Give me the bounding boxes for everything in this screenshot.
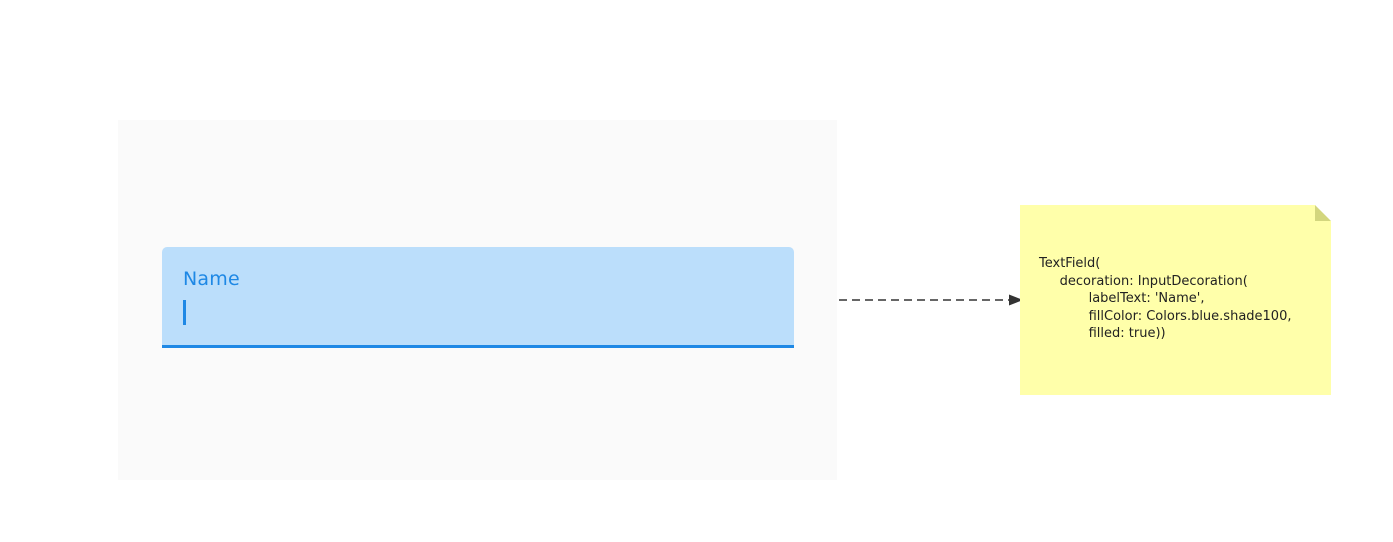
text-cursor [183, 300, 186, 325]
code-note: TextField( decoration: InputDecoration( … [1020, 205, 1331, 395]
code-line: filled: true)) [1039, 326, 1166, 341]
code-line: labelText: 'Name', [1039, 291, 1205, 306]
note-code-block: TextField( decoration: InputDecoration( … [1039, 255, 1291, 343]
code-line: TextField( [1039, 256, 1101, 271]
dashed-arrow-connector [839, 294, 1023, 306]
name-text-field[interactable]: Name [162, 247, 794, 348]
arrowhead-icon [1009, 294, 1023, 306]
code-line: decoration: InputDecoration( [1039, 273, 1248, 289]
field-label: Name [183, 268, 240, 290]
code-line: fillColor: Colors.blue.shade100, [1039, 308, 1292, 324]
app-preview-panel: Name [118, 120, 837, 480]
note-folded-corner [1315, 205, 1331, 221]
